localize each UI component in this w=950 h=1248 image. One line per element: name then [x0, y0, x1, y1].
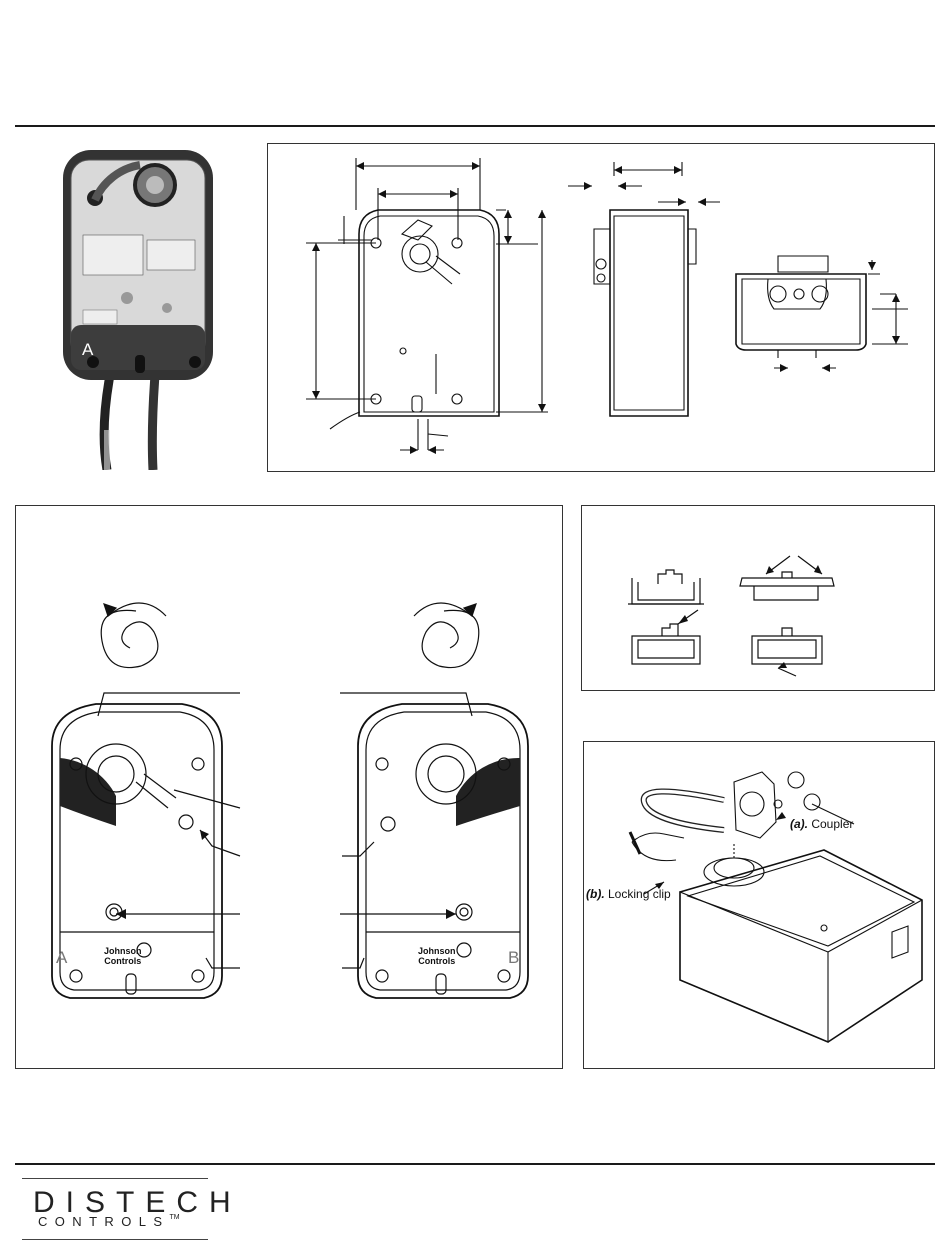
clip-callout-letter: (b).	[586, 887, 605, 901]
clip-callout-text: Locking clip	[608, 887, 671, 901]
coupler-callout-text: Coupler	[811, 817, 853, 831]
logo-trademark: TM	[169, 1214, 179, 1221]
logo-bottom-rule	[22, 1239, 208, 1240]
logo-controls-text: CONTROLS	[38, 1214, 169, 1229]
actuator-photo-drawing	[55, 140, 225, 470]
logo-wordmark-controls: CONTROLSTM	[38, 1214, 180, 1229]
brand-line1: Johnson	[104, 946, 142, 956]
rotation-direction-panel: A B Johnson Controls Johnson Controls	[15, 505, 563, 1069]
coupler-callout-letter: (a).	[790, 817, 808, 831]
clip-callout: (b). Locking clip	[586, 887, 671, 901]
brand-line2: Controls	[104, 956, 142, 966]
bracket-drawing	[582, 506, 936, 692]
coupler-drawing	[584, 742, 936, 1070]
actuator-photo: A	[55, 140, 225, 470]
coupler-callout: (a). Coupler	[790, 817, 853, 831]
brand-line2: Controls	[418, 956, 456, 966]
brand-label-right: Johnson Controls	[418, 946, 456, 966]
mode-letter-b: B	[508, 948, 519, 968]
logo-top-rule	[22, 1178, 208, 1179]
photo-face-letter: A	[82, 340, 93, 360]
dimensions-drawing	[268, 144, 936, 473]
rotation-drawing	[16, 506, 564, 1070]
coupler-assembly-panel: (a). Coupler (b). Locking clip	[583, 741, 935, 1069]
brand-line1: Johnson	[418, 946, 456, 956]
mounting-bracket-panel	[581, 505, 935, 691]
mode-letter-a: A	[56, 948, 67, 968]
footer-rule	[15, 1163, 935, 1165]
dimensions-panel	[267, 143, 935, 472]
header-rule	[15, 125, 935, 127]
brand-label-left: Johnson Controls	[104, 946, 142, 966]
